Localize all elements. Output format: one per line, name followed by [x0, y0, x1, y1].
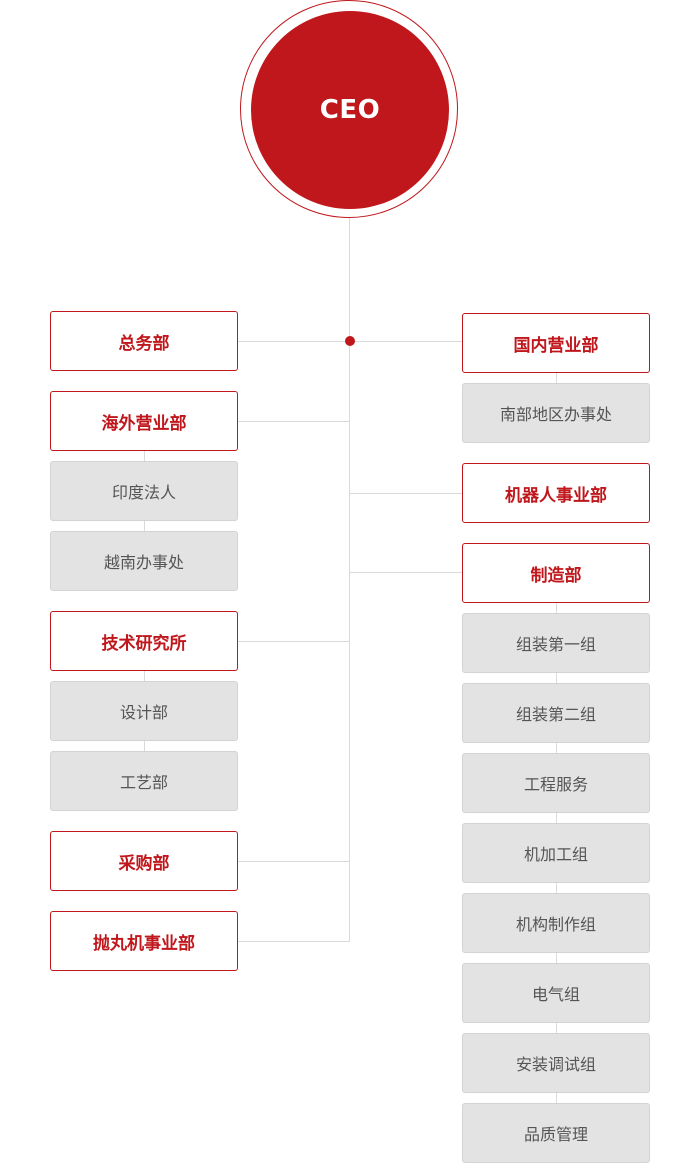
- dept-manufacturing: 制造部: [462, 543, 650, 603]
- dept-label: 国内营业部: [513, 335, 599, 356]
- dept-tech-institute: 技术研究所: [50, 611, 238, 671]
- sub-installation: 安装调试组: [462, 1033, 650, 1093]
- sub-electrical: 电气组: [462, 963, 650, 1023]
- dept-general-affairs: 总务部: [50, 311, 238, 371]
- connector-purchasing: [238, 861, 349, 862]
- ceo-outer-ring: [240, 0, 458, 218]
- main-trunk-line: [349, 218, 350, 941]
- sub-india-entity: 印度法人: [50, 461, 238, 521]
- dept-label: 总务部: [118, 333, 170, 354]
- sub-vietnam-office: 越南办事处: [50, 531, 238, 591]
- sub-label: 越南办事处: [103, 553, 184, 572]
- junction-dot: [345, 336, 355, 346]
- connector-manufacturing: [350, 572, 462, 573]
- sub-engineering-service: 工程服务: [462, 753, 650, 813]
- sub-process: 工艺部: [50, 751, 238, 811]
- dept-label: 海外营业部: [101, 413, 187, 434]
- sub-label: 机加工组: [523, 845, 588, 864]
- ceo-node: CEO: [251, 11, 449, 209]
- ceo-label: CEO: [319, 95, 381, 125]
- sub-label: 安装调试组: [515, 1055, 596, 1074]
- dept-purchasing: 采购部: [50, 831, 238, 891]
- sub-label: 南部地区办事处: [499, 405, 612, 424]
- dept-label: 技术研究所: [101, 633, 187, 654]
- dept-label: 采购部: [118, 853, 170, 874]
- sub-machining: 机加工组: [462, 823, 650, 883]
- sub-assembly-2: 组装第二组: [462, 683, 650, 743]
- sub-mechanism: 机构制作组: [462, 893, 650, 953]
- dept-label: 抛丸机事业部: [93, 933, 195, 954]
- sub-label: 机构制作组: [515, 915, 596, 934]
- sub-quality: 品质管理: [462, 1103, 650, 1163]
- connector-shot-blasting: [238, 941, 350, 942]
- dept-overseas-sales: 海外营业部: [50, 391, 238, 451]
- dept-domestic-sales: 国内营业部: [462, 313, 650, 373]
- sub-label: 印度法人: [111, 483, 176, 502]
- sub-label: 电气组: [531, 985, 580, 1004]
- connector-domestic-sales: [350, 341, 462, 342]
- sub-label: 品质管理: [523, 1125, 588, 1144]
- sub-label: 设计部: [119, 703, 168, 722]
- sub-label: 工艺部: [119, 773, 168, 792]
- sub-label: 组装第一组: [515, 635, 596, 654]
- sub-label: 组装第二组: [515, 705, 596, 724]
- sub-south-office: 南部地区办事处: [462, 383, 650, 443]
- connector-tech-institute: [238, 641, 349, 642]
- sub-design: 设计部: [50, 681, 238, 741]
- connector-overseas-sales: [238, 421, 349, 422]
- connector-general-affairs: [238, 341, 349, 342]
- sub-line-domestic: [556, 373, 557, 383]
- dept-label: 制造部: [530, 565, 582, 586]
- dept-shot-blasting: 抛丸机事业部: [50, 911, 238, 971]
- connector-robotics: [350, 493, 462, 494]
- sub-assembly-1: 组装第一组: [462, 613, 650, 673]
- dept-label: 机器人事业部: [505, 485, 607, 506]
- sub-label: 工程服务: [523, 775, 588, 794]
- dept-robotics: 机器人事业部: [462, 463, 650, 523]
